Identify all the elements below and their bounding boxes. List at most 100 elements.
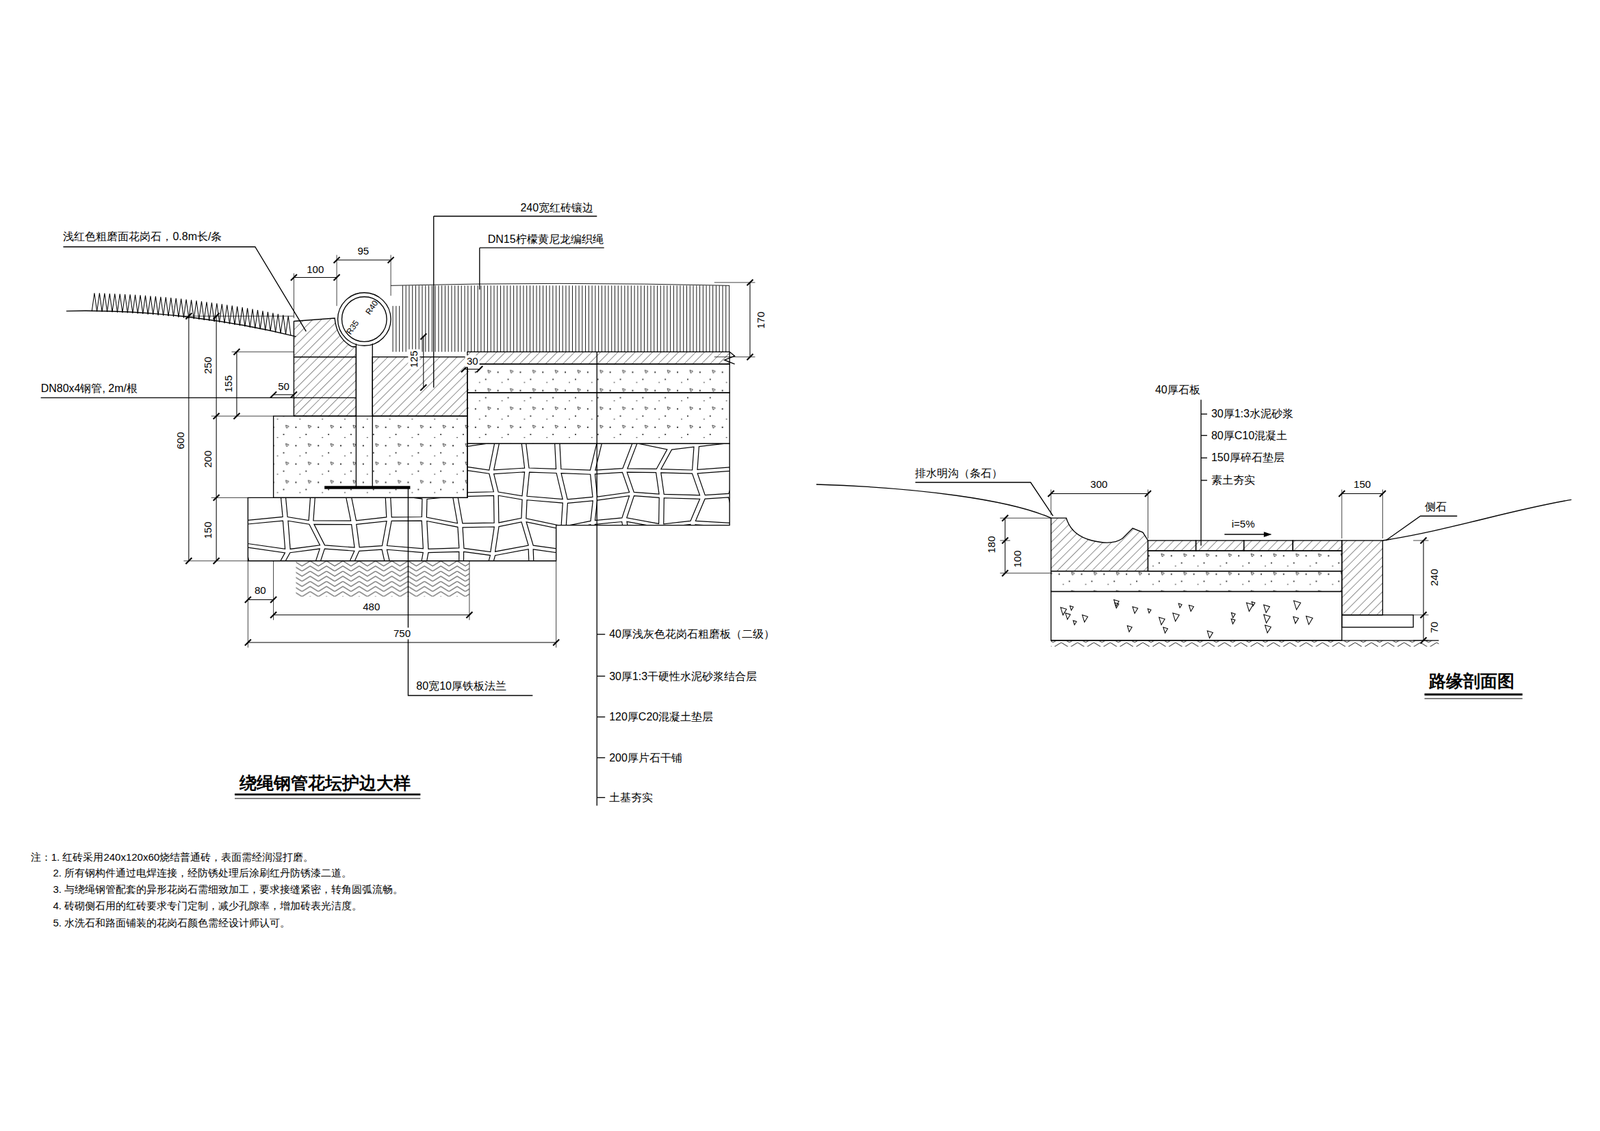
grass-symbol: [183, 299, 189, 319]
rubble-stone: [737, 442, 772, 469]
granite-paving: [467, 351, 730, 365]
rubble-stone: [316, 574, 350, 605]
steel-pipe: [338, 292, 392, 347]
rubble-stone: [244, 494, 283, 521]
drawing-group: [816, 399, 1572, 699]
grass-symbol: [255, 310, 261, 330]
nylon-rope: [565, 285, 566, 352]
rubble-stone: [427, 521, 460, 550]
nylon-rope: [604, 285, 606, 352]
extension-line: [1050, 489, 1052, 515]
nylon-rope: [591, 285, 593, 352]
rubble-stone: [494, 441, 525, 471]
rubble-stone: [388, 576, 420, 603]
dimension-line: [247, 599, 274, 601]
gravel-symbol: [1073, 620, 1077, 625]
nylon-rope: [503, 285, 505, 352]
drawing-title: 路缘剖面图: [1428, 670, 1515, 691]
layer-label: 30厚1:3水泥砂浆: [1211, 407, 1294, 421]
gravel-symbol: [1163, 627, 1169, 634]
dimension-text: 240: [1428, 567, 1441, 588]
drain-stone: [1051, 518, 1149, 572]
rubble-stone: [351, 494, 387, 521]
nylon-rope: [441, 285, 443, 352]
grass-symbol: [244, 307, 250, 328]
rubble-stone: [313, 496, 352, 521]
leader-line: [479, 247, 480, 290]
nylon-rope: [450, 285, 452, 352]
grass-symbol: [147, 295, 153, 315]
note-text: 3. 与绕绳钢管配套的异形花岗石需细致加工，要求接缝紧密，转角圆弧流畅。: [53, 884, 404, 896]
ground-line: [1382, 499, 1572, 541]
stone-slab: [1196, 540, 1245, 551]
mortar-layer: [467, 364, 730, 393]
nylon-rope: [437, 285, 439, 352]
dimension-line: [216, 316, 217, 562]
gravel-symbol: [1065, 613, 1071, 620]
rubble-stone: [390, 468, 422, 496]
rubble-stone: [732, 553, 769, 573]
nylon-rope: [424, 285, 426, 352]
rubble-stone: [424, 551, 460, 573]
nylon-rope: [669, 285, 671, 352]
nylon-rope: [464, 285, 466, 352]
nylon-rope: [539, 285, 540, 352]
nylon-rope: [594, 285, 596, 352]
nylon-rope: [448, 285, 449, 352]
leader-tick: [1201, 457, 1208, 459]
dimension-text: 180: [986, 535, 998, 556]
rubble-stone: [420, 468, 460, 496]
nylon-rope: [630, 285, 632, 352]
nylon-rope: [402, 285, 404, 352]
rubble-stone: [697, 442, 737, 470]
dimension-line: [463, 368, 480, 370]
nylon-rope: [461, 285, 462, 352]
rubble-stone: [349, 549, 388, 573]
grass-symbol: [107, 293, 113, 313]
rubble-stone: [290, 441, 321, 472]
gravel-symbol: [1132, 607, 1139, 614]
grass-symbol: [163, 297, 169, 317]
rubble-stone: [561, 473, 593, 500]
leader-line: [407, 487, 533, 696]
extension-line: [1341, 489, 1343, 539]
layer-label: 土基夯实: [609, 791, 653, 805]
rubble-stone: [494, 472, 525, 497]
rubble-stone: [556, 579, 597, 603]
rubble-stone: [495, 522, 529, 552]
rubble-stone: [630, 546, 666, 575]
nylon-rope: [601, 285, 603, 352]
rubble-stone: [661, 472, 701, 496]
leader-tick: [596, 676, 605, 677]
dimension-line: [1004, 518, 1006, 573]
rubble-stone: [457, 470, 495, 493]
rubble-outline: [247, 443, 730, 561]
rubble-stone: [351, 468, 387, 493]
rubble-stone: [463, 574, 489, 603]
nylon-rope: [562, 285, 564, 352]
nylon-rope: [513, 285, 514, 352]
extension-line: [183, 316, 294, 317]
grass-symbol: [97, 292, 102, 312]
nylon-rope: [679, 285, 681, 352]
rubble-stone: [317, 548, 355, 573]
rubble-stone: [457, 495, 495, 524]
nylon-rope: [585, 285, 586, 352]
curb-base: [1342, 615, 1414, 628]
rubble-stone: [314, 441, 354, 472]
rubble-stone: [314, 524, 355, 548]
gravel-symbol: [1127, 626, 1132, 633]
grass-symbol: [260, 310, 265, 330]
dimension-text: 600: [174, 431, 187, 451]
dimension-text: 125: [408, 349, 421, 369]
gravel-symbol: [1207, 630, 1213, 638]
nylon-rope: [663, 285, 665, 352]
nylon-rope: [581, 285, 583, 352]
rubble-stone: [663, 524, 692, 547]
nylon-rope: [470, 285, 472, 352]
dimension-tick: [270, 391, 277, 398]
grass-symbol: [219, 303, 225, 324]
rubble-stone: [626, 575, 668, 602]
extension-line: [183, 560, 248, 562]
nylon-rope: [487, 285, 488, 352]
